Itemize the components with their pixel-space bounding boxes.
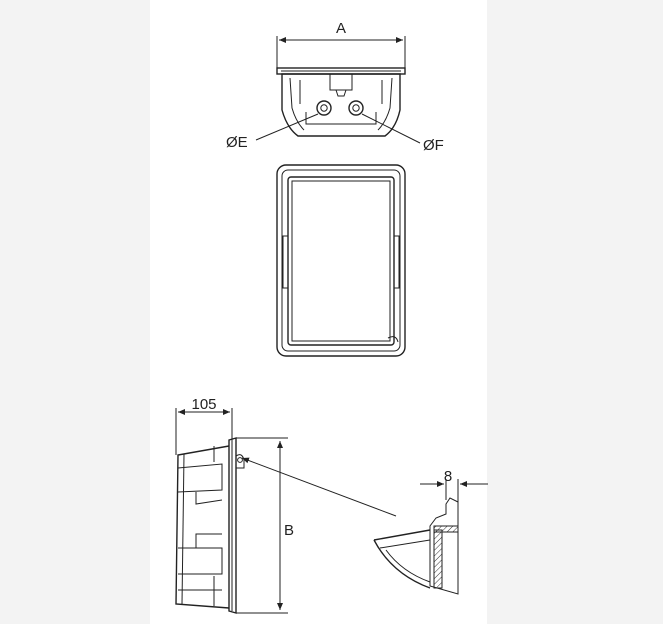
front-view	[276, 164, 406, 357]
frame-profile	[228, 437, 237, 614]
detail-view: 8	[373, 468, 488, 595]
box-side-body	[175, 445, 230, 609]
side-view: 105 B	[175, 396, 397, 614]
dimension-height: B	[236, 437, 294, 614]
hole-e	[316, 100, 332, 116]
dimension-height-label: B	[284, 522, 294, 539]
dimension-wall-label: 8	[444, 468, 452, 485]
right-latch	[393, 235, 400, 289]
hatched-wall	[433, 529, 443, 589]
hole-f	[348, 100, 364, 116]
left-latch	[282, 235, 289, 289]
hole-f-label: ØF	[423, 137, 444, 154]
dimension-a: A	[276, 20, 406, 70]
dimension-a-label: A	[336, 20, 346, 37]
inner-opening	[287, 176, 395, 346]
box-body	[281, 73, 401, 137]
dimension-wall: 8	[420, 468, 488, 506]
dimension-depth-label: 105	[191, 396, 216, 413]
dimension-depth: 105	[175, 396, 233, 455]
top-view: A ØE ØF	[226, 20, 444, 154]
hole-e-label: ØE	[226, 134, 248, 151]
right-margin	[487, 0, 663, 624]
outer-frame	[276, 164, 406, 357]
left-margin	[0, 0, 150, 624]
